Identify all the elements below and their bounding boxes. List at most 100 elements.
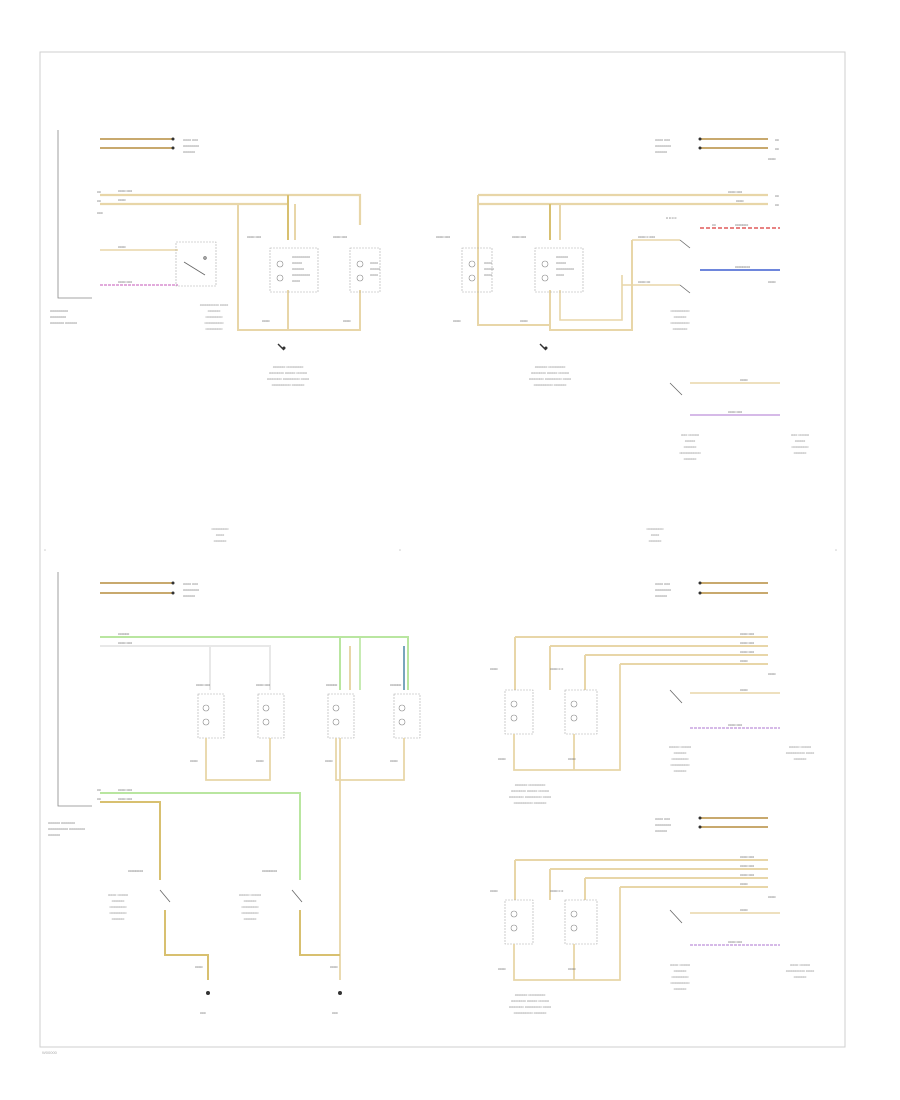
svg-text:oooo: oooo	[768, 157, 776, 161]
svg-text:oooo o o: oooo o o	[550, 889, 563, 893]
svg-text:ooooo: ooooo	[292, 261, 302, 265]
svg-text:oooooo: oooooo	[674, 987, 687, 991]
svg-text:oooo ooo: oooo ooo	[740, 650, 754, 654]
svg-text:oooo: oooo	[498, 757, 506, 761]
svg-text:oooo ooo: oooo ooo	[655, 582, 670, 586]
svg-text:oooooo oooooooo: oooooo oooooooo	[273, 365, 304, 369]
svg-text:ooooo ooooo: ooooo ooooo	[669, 745, 691, 749]
svg-text:oooo: oooo	[736, 199, 744, 203]
svg-text:ooooooooo: ooooooooo	[292, 255, 310, 259]
svg-text:ooooooooo oooooo: ooooooooo oooooo	[272, 383, 305, 387]
svg-text:oooo o ooo: oooo o ooo	[638, 235, 655, 239]
svg-text:oooo ooo: oooo ooo	[740, 632, 754, 636]
svg-text:oooooo: oooooo	[208, 309, 221, 313]
svg-text:ooooo ooooo: ooooo ooooo	[239, 893, 261, 897]
svg-text:oooooo oooooooo: oooooo oooooooo	[515, 783, 546, 787]
svg-text:oooo: oooo	[216, 533, 224, 537]
svg-text:oooo ooo: oooo ooo	[728, 410, 742, 414]
svg-text:oooo ooo: oooo ooo	[436, 235, 450, 239]
svg-text:oooooooo: oooooooo	[212, 527, 229, 531]
svg-text:oooo: oooo	[740, 659, 748, 663]
svg-text:oooo: oooo	[490, 667, 498, 671]
svg-text:oooo: oooo	[568, 757, 576, 761]
svg-text:oo: oo	[775, 147, 779, 151]
svg-text:ooooo ooooo: ooooo ooooo	[789, 745, 811, 749]
svg-text:oooo: oooo	[740, 882, 748, 886]
svg-text:oooo: oooo	[490, 889, 498, 893]
svg-text:ooooooooo: ooooooooo	[670, 321, 689, 325]
svg-text:oooo oo: oooo oo	[638, 280, 650, 284]
svg-text:ooooooooo: ooooooooo	[670, 309, 689, 313]
svg-text:ooooooo oooooooo oooo: ooooooo oooooooo oooo	[509, 795, 551, 799]
svg-text:ooooooo ooooo ooooo: ooooooo ooooo ooooo	[511, 789, 549, 793]
svg-text:oooo ooo: oooo ooo	[256, 683, 270, 687]
svg-text:oooo ooo: oooo ooo	[247, 235, 261, 239]
svg-text:oooo: oooo	[651, 533, 659, 537]
bottom-left-circuit: oooo ooo oooooooo oooooo oooooo oooo ooo…	[48, 572, 421, 1015]
svg-text:oooooo: oooooo	[292, 267, 304, 271]
svg-text:oooooooo: oooooooo	[183, 588, 199, 592]
svg-text:ooo ooooo: ooo ooooo	[791, 433, 809, 437]
svg-text:oooo ooo: oooo ooo	[183, 582, 198, 586]
svg-text:oo: oo	[97, 797, 101, 801]
svg-text:oooo: oooo	[768, 280, 776, 284]
top-left-circuit: ooooooooo oooooooo ooooooo oooooo oooo o…	[50, 130, 381, 387]
svg-text:oooo: oooo	[190, 759, 198, 763]
svg-text:oooooo ooooooo: oooooo ooooooo	[48, 821, 75, 825]
svg-text:ooooo: ooooo	[484, 267, 494, 271]
svg-text:oooo: oooo	[118, 198, 126, 202]
svg-text:oooooooo: oooooooo	[50, 315, 66, 319]
svg-text:ooooooo: ooooooo	[673, 327, 688, 331]
svg-text:oooo: oooo	[768, 895, 776, 899]
svg-text:oooooo: oooooo	[655, 594, 667, 598]
svg-text:oooooo: oooooo	[674, 769, 687, 773]
svg-text:oooooooo: oooooooo	[647, 527, 664, 531]
svg-text:oooooooo: oooooooo	[262, 869, 277, 873]
svg-text:ooooo: ooooo	[370, 267, 380, 271]
svg-text:oooo ooo: oooo ooo	[728, 940, 742, 944]
svg-text:oooooooo: oooooooo	[110, 911, 127, 915]
svg-text:oooooo: oooooo	[244, 899, 257, 903]
svg-text:oooooo: oooooo	[214, 539, 227, 543]
svg-text:oooooo: oooooo	[112, 899, 125, 903]
svg-text:oooooo: oooooo	[649, 539, 662, 543]
svg-text:ooooooo oooooo: ooooooo oooooo	[50, 321, 77, 325]
svg-text:oo: oo	[97, 788, 101, 792]
svg-text:oooo ooo: oooo ooo	[196, 683, 210, 687]
svg-text:oooooo: oooooo	[655, 829, 667, 833]
svg-text:oooo: oooo	[390, 759, 398, 763]
svg-text:oooo ooo: oooo ooo	[728, 723, 742, 727]
svg-text:oooo ooooo: oooo ooooo	[670, 963, 690, 967]
svg-text:oooo: oooo	[520, 319, 528, 323]
svg-text:ooooooooo oooooo: ooooooooo oooooo	[514, 801, 547, 805]
svg-text:ooooooooo: ooooooooo	[50, 309, 68, 313]
svg-text:oooo: oooo	[195, 965, 203, 969]
svg-text:oooooooo: oooooooo	[110, 905, 127, 909]
svg-text:oooooooo: oooooooo	[792, 445, 809, 449]
svg-text:oooooo: oooooo	[674, 315, 687, 319]
svg-text:oo: oo	[97, 199, 101, 203]
svg-text:ooooooo ooooo ooooo: ooooooo ooooo ooooo	[269, 371, 307, 375]
svg-text:oooo ooo: oooo ooo	[512, 235, 526, 239]
svg-text:oooooooo: oooooooo	[672, 975, 689, 979]
svg-text:oooo ooo: oooo ooo	[118, 797, 132, 801]
svg-text:oooooo: oooooo	[794, 975, 807, 979]
svg-text:oooooo: oooooo	[112, 917, 125, 921]
svg-text:ooooooooo: ooooooooo	[670, 763, 689, 767]
top-right-circuit: oooo ooo oooooooo oooooo oo oo oooo oooo…	[436, 137, 809, 461]
svg-text:oooooo: oooooo	[674, 751, 687, 755]
svg-text:oooooooo: oooooooo	[183, 144, 199, 148]
svg-text:oooooo: oooooo	[244, 917, 257, 921]
svg-text:oo: oo	[712, 223, 716, 227]
svg-text:ooo: ooo	[200, 1011, 206, 1015]
svg-text:oooo o o: oooo o o	[550, 667, 563, 671]
svg-text:oo: oo	[775, 138, 779, 142]
svg-text:oooo ooooo: oooo ooooo	[790, 963, 810, 967]
svg-text:oooooooo: oooooooo	[655, 823, 671, 827]
svg-text:oooo: oooo	[343, 319, 351, 323]
svg-text:oooooooo: oooooooo	[128, 869, 143, 873]
svg-text:oooo: oooo	[740, 378, 748, 382]
svg-text:oooo ooo: oooo ooo	[655, 138, 670, 142]
svg-text:oooooo: oooooo	[556, 255, 568, 259]
svg-text:ooooo: ooooo	[795, 439, 806, 443]
